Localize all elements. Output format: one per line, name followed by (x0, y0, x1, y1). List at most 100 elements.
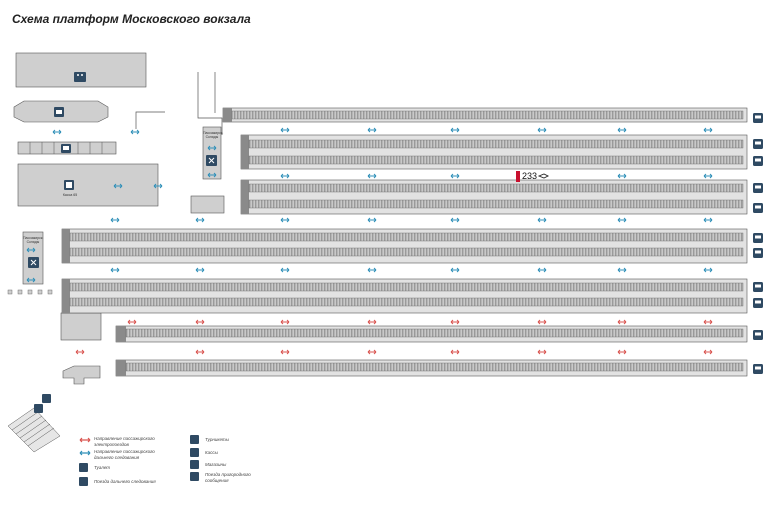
direction-arrows (26, 127, 713, 355)
blue-arrow (280, 267, 290, 273)
blue-arrow (537, 217, 547, 223)
train-type-icon (753, 203, 763, 213)
track (231, 110, 744, 120)
hall-label: Касса 65 (62, 193, 78, 197)
red-arrow (127, 319, 137, 325)
red-arrow (75, 349, 85, 355)
blue-arrow (52, 129, 62, 135)
track (248, 199, 744, 209)
red-arrow (617, 319, 627, 325)
legend-turnstiles-text: Турникеты (205, 437, 229, 442)
legend-shops-icon (190, 460, 199, 469)
blue-arrow (195, 267, 205, 273)
blue-arrow (703, 173, 713, 179)
platform-3 (240, 179, 748, 215)
legend-red-arrows-text: Направление пассажирского электропоездов (94, 436, 155, 447)
blue-arrow (207, 172, 217, 178)
train-type-icon (753, 139, 763, 149)
red-arrow (367, 349, 377, 355)
blue-arrow (367, 267, 377, 273)
shelter-1-label: Пассажирск. Склады (203, 131, 224, 139)
page-title: Схема платформ Московского вокзала (12, 12, 251, 26)
platform-4 (61, 228, 748, 264)
red-arrow (703, 319, 713, 325)
train-type-icon (753, 156, 763, 166)
track (248, 139, 744, 149)
blue-arrow (617, 127, 627, 133)
shops-icon-hall (61, 144, 71, 153)
legend-blue-arrows-text: Направление пассажирского дальнего следо… (94, 449, 155, 460)
blue-arrow (26, 277, 36, 283)
train-icon (537, 173, 550, 179)
blue-arrow (703, 267, 713, 273)
legend-suburban-icon (190, 472, 199, 481)
track (248, 155, 744, 165)
legend-shops-text: Магазины (205, 462, 227, 467)
track (69, 297, 744, 307)
tickets-icon-concourse (54, 107, 64, 117)
entrance-icons (34, 394, 51, 413)
blue-arrow (110, 267, 120, 273)
blue-arrow (280, 173, 290, 179)
turnstile-icon-1 (206, 155, 217, 166)
legend-suburban-text: Поезда пригородного сообщения (205, 472, 251, 483)
platform-6 (115, 325, 748, 343)
shelter-2-label: Пассажирск. Склады (23, 236, 44, 244)
red-arrow (280, 349, 290, 355)
red-arrow (450, 319, 460, 325)
blue-arrow (113, 183, 123, 189)
platforms (61, 107, 748, 377)
train-type-icon (753, 298, 763, 308)
train-type-icon (753, 330, 763, 340)
red-arrow (703, 349, 713, 355)
toilet-icon-main (74, 72, 86, 82)
ticket-hall-dividers (29, 142, 103, 154)
track (69, 232, 744, 242)
train-type-icon (753, 183, 763, 193)
train-position-marker (516, 171, 520, 182)
blue-arrow (153, 183, 163, 189)
blue-arrow (537, 127, 547, 133)
tickets-icon-waiting (64, 180, 74, 190)
service-building (60, 312, 102, 341)
track (125, 362, 744, 372)
kiosk (62, 365, 101, 385)
exit-steps (7, 407, 61, 453)
platform-7 (115, 359, 748, 377)
legend-blue-arrow-icon (79, 450, 91, 456)
legend-tickets-text: Кассы (205, 450, 218, 455)
legend-red-arrow-icon (79, 437, 91, 443)
track (69, 247, 744, 257)
red-arrow (195, 319, 205, 325)
red-arrow (537, 319, 547, 325)
red-arrow (195, 349, 205, 355)
waiting-hall (17, 163, 159, 207)
track (125, 328, 744, 338)
blue-arrow (367, 127, 377, 133)
pavilion (190, 195, 225, 214)
blue-arrow (450, 217, 460, 223)
blue-arrow (367, 217, 377, 223)
track (69, 282, 744, 292)
platform-2 (240, 134, 748, 170)
blue-arrow (195, 217, 205, 223)
platform-5 (61, 278, 748, 314)
train-type-icon (753, 248, 763, 258)
legend-long-distance-text: Поезда дальнего следования (94, 479, 156, 484)
legend-icons (79, 435, 199, 486)
blue-arrow (280, 127, 290, 133)
red-arrow (617, 349, 627, 355)
train-position-label: 233 (522, 171, 538, 181)
blue-arrow (617, 217, 627, 223)
train-type-icon (753, 113, 763, 123)
blue-arrow (703, 127, 713, 133)
track (248, 183, 744, 193)
corridor-lines (135, 72, 223, 135)
blue-arrow (450, 267, 460, 273)
blue-arrow (130, 129, 140, 135)
legend-tickets-icon (190, 448, 199, 457)
legend-turnstiles-icon (190, 435, 199, 444)
blue-arrow (280, 217, 290, 223)
legend-toilet-icon (79, 463, 88, 472)
